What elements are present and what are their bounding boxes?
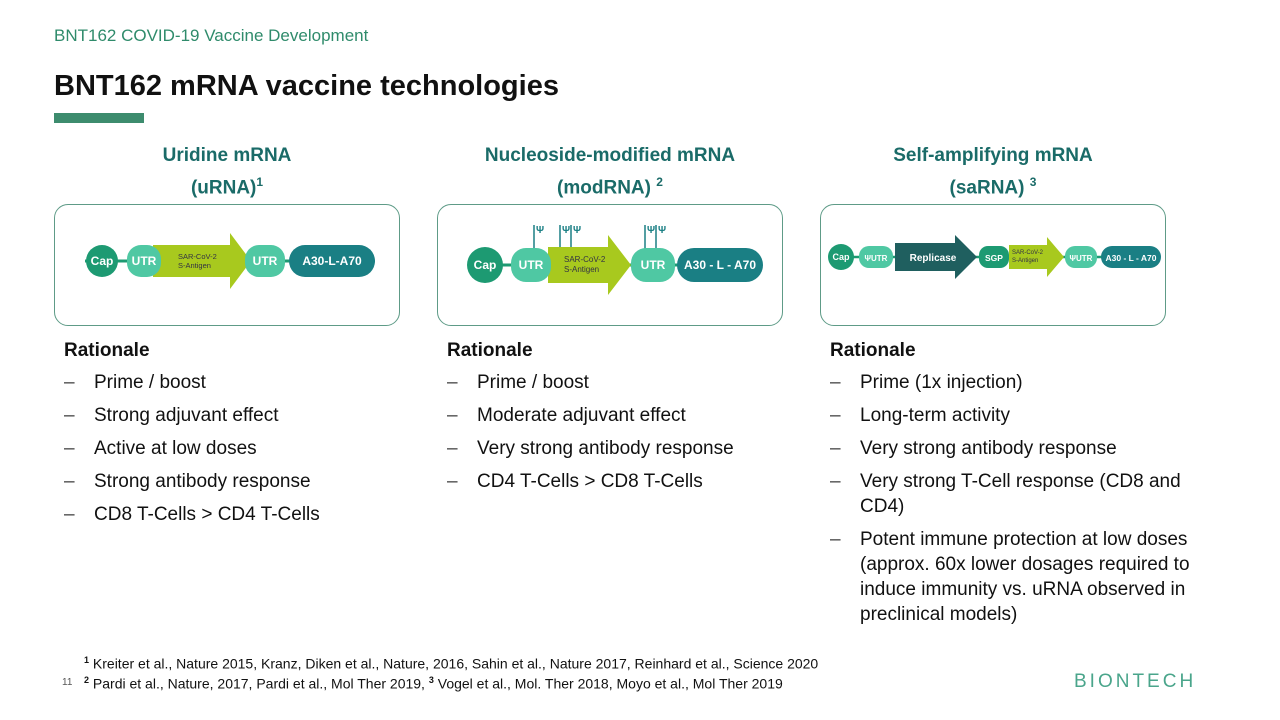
antigen-label-line2: S-Antigen [178,261,211,270]
psi-mark: Ψ [562,225,570,236]
rationale-heading: Rationale [447,340,533,361]
antigen-label-line2: S-Antigen [564,265,599,274]
cap-label: Cap [832,252,850,262]
heading-line1: Nucleoside-modified mRNA [484,145,736,166]
rationale-item: –Strong antibody response [64,471,311,492]
utr3-label: ΨUTR [1070,254,1093,263]
column-heading-modrna: Nucleoside-modified mRNA (modRNA) 2 [437,143,783,201]
utr3-node [245,245,285,277]
antigen-arrow [153,233,251,289]
logo-text: BIONTECH [1074,671,1196,692]
utr3-label: UTR [641,258,666,272]
rationale-item: –Very strong antibody response [447,438,734,459]
utr3-node [1065,246,1097,268]
antigen-label-line2: S-Antigen [1012,258,1038,264]
diagram-box-sarna: Cap ΨUTR Replicase SGP SAR-CoV-2 S-Antig… [820,204,1166,326]
rationale-item: –Very strong antibody response [830,438,1117,459]
utr5-node [859,246,893,268]
heading-line2: (uRNA)1 [190,175,264,199]
rationale-item: –Prime (1x injection) [830,372,1023,393]
rationale-item: –Potent immune protection at low doses (… [830,529,1190,625]
rationale-urna: Rationale –Prime / boost –Strong adjuvan… [54,340,424,535]
utr5-node [511,248,551,282]
rationale-item: –Very strong T-Cell response (CD8 and CD… [830,471,1181,517]
utr5-label: UTR [132,254,157,268]
psi-mark: Ψ [658,225,666,236]
column-heading-sarna: Self-amplifying mRNA (saRNA) 3 [820,143,1166,201]
rationale-modrna: Rationale –Prime / boost –Moderate adjuv… [437,340,807,502]
heading-line2: (modRNA) 2 [557,175,663,199]
polya-tail-label: A30 - L - A70 [1105,253,1156,263]
heading-line1: Uridine mRNA [162,145,292,166]
heading-line1: Self-amplifying mRNA [893,145,1093,166]
polya-tail-label: A30-L-A70 [302,254,362,268]
rationale-list: –Prime / boost –Strong adjuvant effect –… [54,370,424,527]
footnote-2: 2 Pardi et al., Nature, 2017, Pardi et a… [84,675,783,692]
rationale-heading: Rationale [64,340,150,361]
polya-tail-node [677,248,763,282]
antigen-arrow [1009,237,1064,277]
diagram-box-modrna: Ψ Ψ Ψ Ψ Ψ Cap UTR SAR-CoV-2 S-Antigen UT… [437,204,783,326]
antigen-label-line1: SAR-CoV-2 [564,255,606,264]
rationale-sarna: Rationale –Prime (1x injection) –Long-te… [820,340,1230,635]
rationale-item: –Long-term activity [830,405,1010,426]
sgp-node [979,246,1009,268]
utr3-label: UTR [253,254,278,268]
cap-node [86,245,118,277]
rationale-item: –Strong adjuvant effect [64,405,279,426]
cap-node [467,247,503,283]
cap-node [828,244,854,270]
column-heading-urna: Uridine mRNA (uRNA)1 [54,143,400,201]
antigen-label-line1: SAR-CoV-2 [1012,250,1044,256]
utr5-label: UTR [519,258,544,272]
sgp-label: SGP [985,253,1003,263]
psi-mark: Ψ [647,225,655,236]
modified-nucleoside-markers [533,225,657,249]
rationale-list: –Prime / boost –Moderate adjuvant effect… [437,370,807,494]
antigen-arrow [548,235,631,295]
cap-label: Cap [91,254,114,268]
page-number: 11 [62,677,73,688]
rationale-item: –Prime / boost [447,372,589,393]
rationale-list: –Prime (1x injection) –Long-term activit… [820,370,1230,627]
replicase-label: Replicase [910,253,957,264]
title-accent-bar [54,113,144,123]
heading-line2: (saRNA) 3 [949,175,1037,199]
deck-subtitle: BNT162 COVID-19 Vaccine Development [54,26,369,45]
utr5-node [127,245,161,277]
footnote-1: 1 Kreiter et al., Nature 2015, Kranz, Di… [84,655,819,672]
rationale-item: –CD4 T-Cells > CD8 T-Cells [447,471,703,492]
polya-tail-node [1101,246,1161,268]
polya-tail-label: A30 - L - A70 [684,258,756,272]
cap-label: Cap [474,258,497,272]
replicase-arrow [895,235,977,279]
psi-mark: Ψ [573,225,581,236]
biontech-logo: BIONTECH [1072,668,1222,699]
rationale-heading: Rationale [830,340,916,361]
psi-mark: Ψ [536,225,544,236]
polya-tail-node [289,245,375,277]
rationale-item: –Active at low doses [64,438,257,459]
diagram-box-urna: Cap UTR SAR-CoV-2 S-Antigen UTR A30-L-A7… [54,204,400,326]
utr3-node [631,248,675,282]
antigen-label-line1: SAR-CoV-2 [178,252,217,261]
utr5-label: ΨUTR [865,254,888,263]
rationale-item: –Prime / boost [64,372,206,393]
page-title: BNT162 mRNA vaccine technologies [54,70,559,102]
rationale-item: –CD8 T-Cells > CD4 T-Cells [64,504,320,525]
rationale-item: –Moderate adjuvant effect [447,405,686,426]
